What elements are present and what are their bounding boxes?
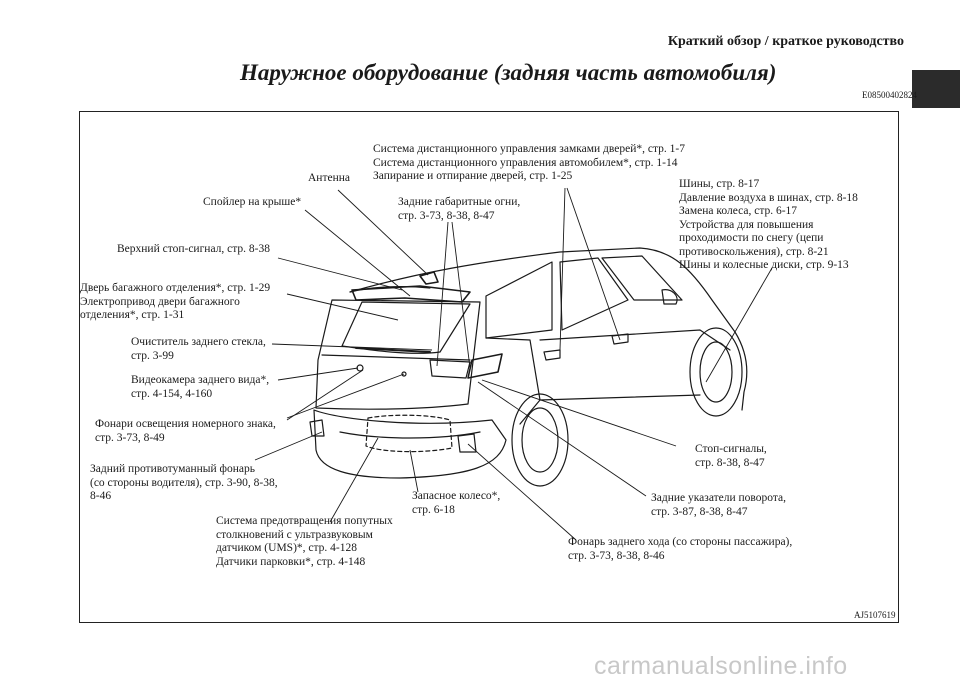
callout-reverse: Фонарь заднего хода (со стороны пассажир… — [568, 536, 793, 562]
illustration-frame — [79, 111, 899, 623]
watermark: carmanualsonline.info — [594, 652, 848, 680]
callout-tailgate: Дверь багажного отделения*, стр. 1-29 Эл… — [80, 282, 271, 321]
callout-plate-light: Фонари освещения номерного знака, стр. 3… — [95, 418, 276, 444]
callout-spare: Запасное колесо*, стр. 6-18 — [412, 490, 501, 516]
callout-spoiler: Спойлер на крыше* — [203, 196, 302, 208]
callout-turn: Задние указатели поворота, стр. 3-87, 8-… — [651, 492, 787, 518]
figure-id: AJ5107619 — [854, 610, 896, 620]
section-header: Краткий обзор / краткое руководство — [667, 34, 904, 49]
callout-fog: Задний противотуманный фонарь (со сторон… — [90, 463, 278, 502]
callout-ums: Система предотвращения попутных столкнов… — [216, 515, 393, 568]
callout-stop: Стоп-сигналы, стр. 8-38, 8-47 — [695, 443, 767, 469]
callout-camera: Видеокамера заднего вида*, стр. 4-154, 4… — [131, 374, 270, 400]
callout-antenna: Антенна — [308, 172, 351, 184]
callout-rear-lamps: Задние габаритные огни, стр. 3-73, 8-38,… — [398, 196, 521, 222]
callout-high-stop: Верхний стоп-сигнал, стр. 8-38 — [117, 243, 270, 255]
callout-door-lock: Система дистанционного управления замкам… — [373, 143, 685, 182]
page-code: E08500402824 — [862, 90, 917, 100]
callout-tires: Шины, стр. 8-17 Давление воздуха в шинах… — [679, 178, 858, 271]
page-title: Наружное оборудование (задняя часть авто… — [240, 60, 777, 85]
chapter-tab — [912, 70, 960, 108]
callout-wiper: Очиститель заднего стекла, стр. 3-99 — [131, 336, 266, 362]
